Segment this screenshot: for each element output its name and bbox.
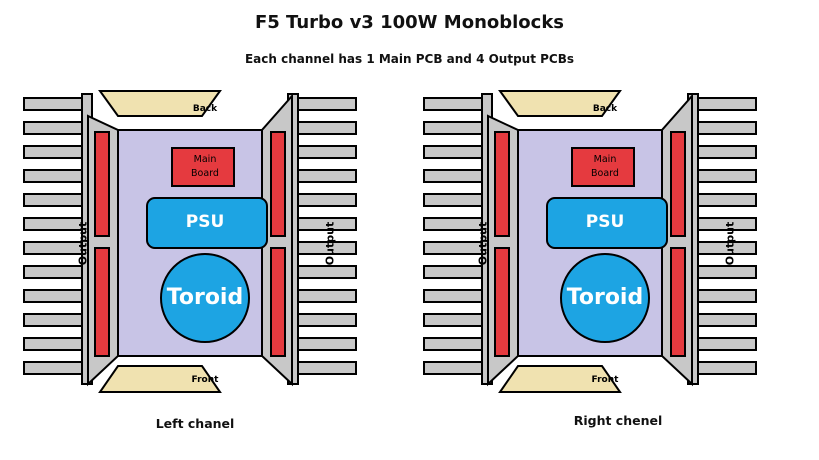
left-main-board-label-1: Main (193, 154, 217, 165)
left-channel-caption: Left chanel (155, 416, 235, 431)
right-front-panel (498, 365, 622, 393)
right-output-pcb-4 (670, 247, 686, 357)
left-toroid-label: Toroid (166, 285, 244, 310)
right-channel: Back Front Main Board PSU Toroid Output … (420, 88, 760, 398)
left-output-pcb-3 (270, 131, 286, 237)
left-front-panel (98, 365, 222, 393)
right-main-board-label-2: Board (591, 168, 619, 179)
right-psu (546, 197, 668, 249)
left-output-pcb-4 (270, 247, 286, 357)
right-front-label: Front (591, 375, 619, 385)
right-output-pcb-2 (494, 247, 510, 357)
right-main-board-label-1: Main (593, 154, 617, 165)
left-channel-drawing (23, 90, 357, 393)
right-output-pcb-3 (670, 131, 686, 237)
left-output-label-left: Output (76, 221, 90, 266)
left-output-label-right: Output (323, 221, 337, 266)
right-back-panel (498, 90, 622, 117)
left-channel: Back Front Main Board PSU Toroid Output … (20, 88, 360, 398)
left-main-board-label-2: Board (191, 168, 219, 179)
right-back-label: Back (592, 104, 618, 114)
right-channel-caption: Right chenel (573, 413, 663, 428)
left-psu (146, 197, 268, 249)
left-output-pcb-2 (94, 247, 110, 357)
left-output-pcb-1 (94, 131, 110, 237)
left-back-panel (98, 90, 222, 117)
diagram-subtitle: Each channel has 1 Main PCB and 4 Output… (244, 52, 575, 66)
left-toroid (160, 253, 250, 343)
right-toroid (560, 253, 650, 343)
right-main-board (571, 147, 635, 187)
right-output-pcb-1 (494, 131, 510, 237)
left-main-board (171, 147, 235, 187)
left-psu-label: PSU (185, 212, 225, 232)
left-back-label: Back (192, 104, 218, 114)
right-channel-drawing (423, 90, 757, 393)
right-output-label-left: Output (476, 221, 490, 266)
diagram-title: F5 Turbo v3 100W Monoblocks (254, 12, 565, 33)
left-front-label: Front (191, 375, 219, 385)
left-heatsink-right (287, 93, 357, 385)
right-psu-label: PSU (585, 212, 625, 232)
right-toroid-label: Toroid (566, 285, 644, 310)
right-heatsink-right (687, 93, 757, 385)
right-output-label-right: Output (723, 221, 737, 266)
